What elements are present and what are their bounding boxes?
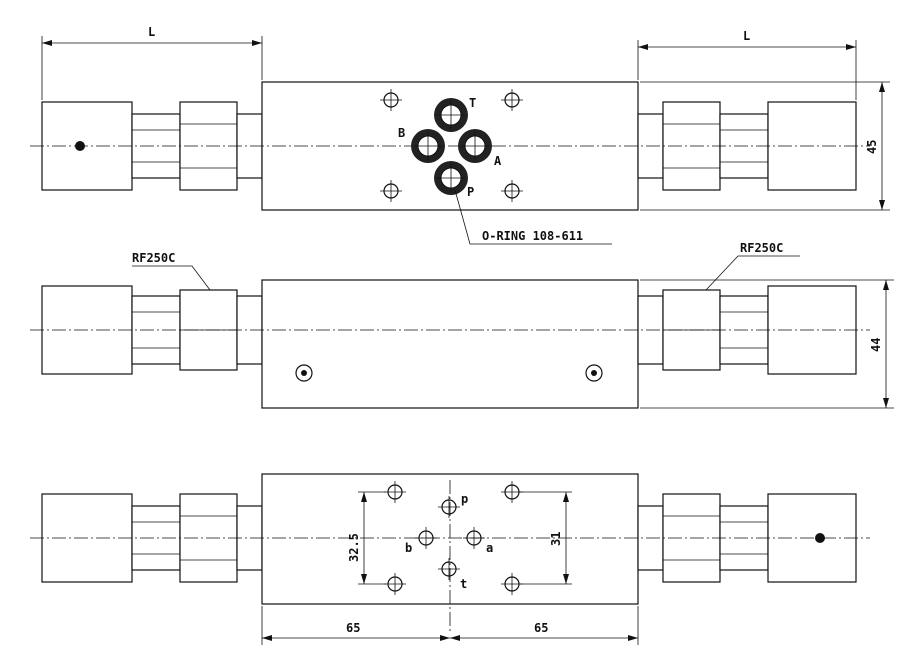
- top-view: T B A P O-RING 108-611 L L: [30, 25, 890, 245]
- dim-65-left-text: 65: [346, 621, 360, 635]
- top-mounting-holes: [380, 89, 523, 202]
- port-label-B: B: [398, 126, 405, 140]
- side-view: RF250C RF250C 44: [30, 241, 894, 409]
- port-label-t: t: [460, 577, 467, 591]
- rf-label-right: RF250C: [740, 241, 783, 255]
- dim-45: 45: [640, 81, 890, 211]
- dim-L-right-text: L: [743, 29, 750, 43]
- port-label-T: T: [469, 96, 476, 110]
- port-label-p: p: [461, 492, 468, 506]
- dim-32-5-text: 32.5: [347, 533, 361, 562]
- dim-L-left-text: L: [148, 25, 155, 39]
- dim-31: 31: [520, 491, 572, 585]
- dim-32-5: 32.5: [347, 491, 386, 585]
- bottom-view: p b a t 32.5 31: [30, 473, 870, 645]
- dim-31-text: 31: [549, 532, 563, 546]
- dim-45-text: 45: [865, 140, 879, 154]
- dim-65: 65 65: [261, 606, 639, 645]
- bot-ports: [415, 496, 485, 580]
- mid-valve-body: [261, 279, 639, 409]
- bot-valve-body: [261, 473, 639, 605]
- mid-right-cartridge: [637, 285, 857, 375]
- rf-label-left: RF250C: [132, 251, 175, 265]
- dim-65-right-text: 65: [534, 621, 548, 635]
- dim-L-right: L: [637, 29, 857, 100]
- bot-right-plug-dot: [815, 533, 825, 543]
- port-label-a: a: [486, 541, 493, 555]
- dim-44: 44: [640, 279, 894, 409]
- port-label-A: A: [494, 154, 502, 168]
- dim-L-left: L: [41, 25, 263, 100]
- dim-44-text: 44: [869, 338, 883, 352]
- top-oring-ports: [411, 98, 492, 195]
- bot-mounting-holes: [384, 481, 523, 595]
- oring-label: O-RING 108-611: [482, 229, 583, 243]
- mid-screws: [295, 364, 603, 382]
- port-label-b: b: [405, 541, 412, 555]
- port-label-P: P: [467, 185, 474, 199]
